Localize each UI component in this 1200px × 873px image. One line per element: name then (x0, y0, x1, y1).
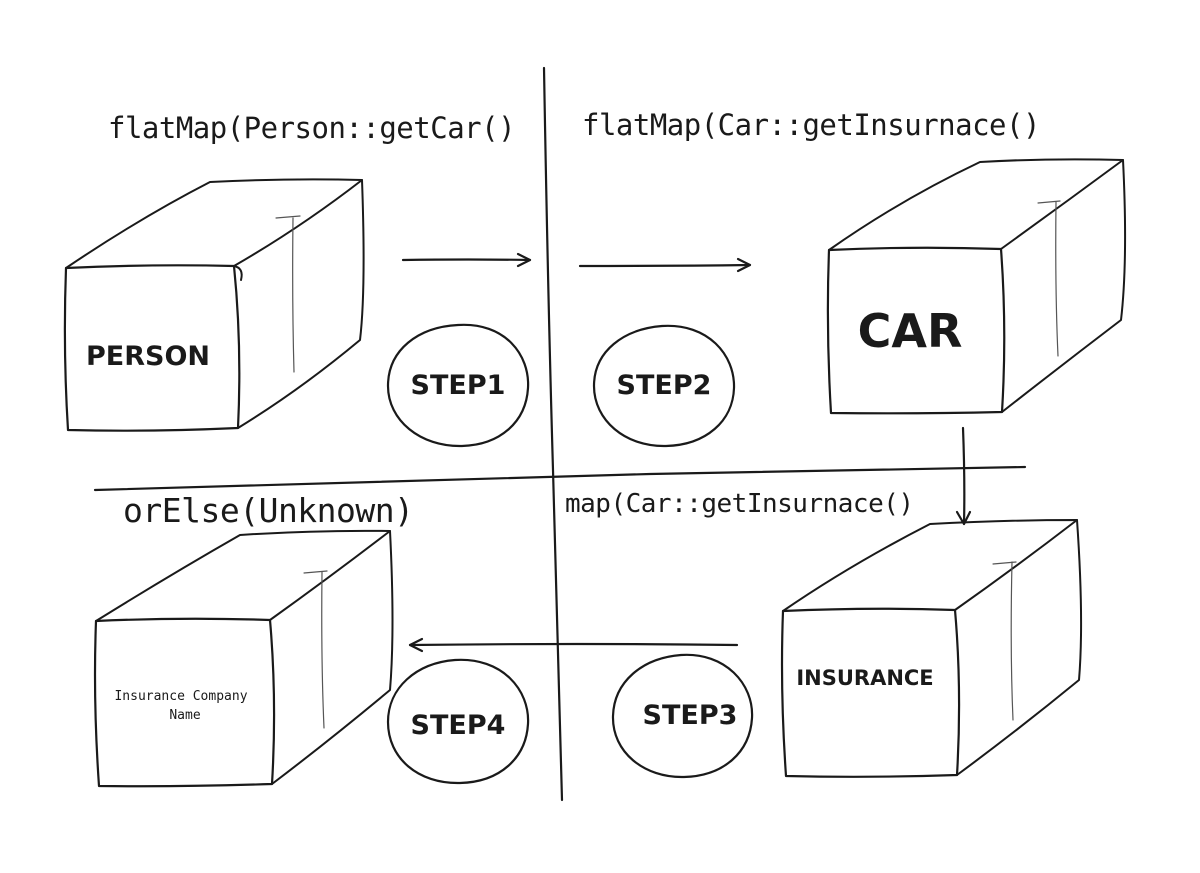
step2-label: STEP2 (617, 370, 712, 401)
arrow-person-to-car (401, 252, 532, 268)
insurance-box: INSURANCE (780, 519, 1083, 778)
insurance-company-line1: Insurance Company (114, 689, 247, 704)
step1-label: STEP1 (411, 370, 506, 401)
step1-title: flatMap(Person::getCar() (108, 111, 515, 145)
arrow-step2 (578, 257, 752, 273)
insurance-label: INSURANCE (796, 666, 933, 690)
insurance-company-box: Insurance Company Name (93, 529, 394, 788)
car-label: CAR (858, 304, 963, 358)
vertical-divider (542, 66, 564, 802)
step2-circle: STEP2 (592, 324, 736, 448)
person-label: PERSON (86, 341, 210, 372)
step3-circle: STEP3 (611, 653, 754, 779)
step3-title: map(Car::getInsurnace() (565, 489, 914, 519)
horizontal-divider (93, 465, 1027, 492)
insurance-company-line2: Name (169, 708, 200, 723)
arrow-insurance-to-result (408, 637, 739, 653)
step4-circle: STEP4 (386, 658, 530, 785)
step4-label: STEP4 (411, 710, 506, 741)
arrow-car-to-insurance (955, 426, 972, 526)
step1-circle: STEP1 (386, 323, 530, 448)
car-box: CAR (826, 158, 1127, 415)
step3-label: STEP3 (643, 700, 738, 731)
step4-title: orElse(Unknown) (123, 491, 414, 530)
person-box: PERSON (63, 178, 365, 432)
step2-title: flatMap(Car::getInsurnace() (582, 108, 1040, 142)
